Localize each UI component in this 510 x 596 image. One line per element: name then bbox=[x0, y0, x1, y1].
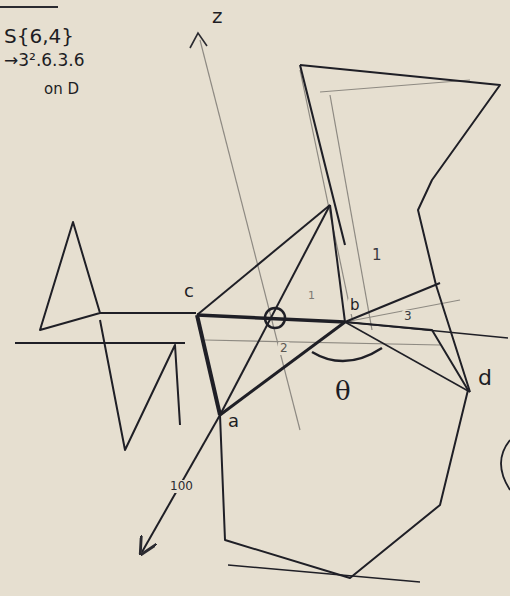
diagonal bbox=[197, 205, 330, 315]
note-text: S{6,4} bbox=[2, 26, 76, 47]
diagonal bbox=[220, 205, 330, 415]
diagonal bbox=[330, 205, 345, 322]
edge-line bbox=[228, 565, 420, 582]
note-text: on D bbox=[42, 82, 81, 98]
edge-line bbox=[300, 65, 345, 245]
zigzag-shape bbox=[300, 65, 500, 392]
z-axis-line bbox=[200, 40, 300, 430]
zigzag bbox=[100, 320, 180, 450]
axis-arrowhead bbox=[190, 33, 207, 48]
construction-lines bbox=[200, 40, 470, 430]
triangle bbox=[40, 222, 100, 330]
point-label: 1 bbox=[306, 290, 317, 302]
edge-line bbox=[345, 322, 508, 338]
point-label: 2 bbox=[278, 342, 290, 355]
edge-ca bbox=[197, 315, 220, 415]
angle-arc bbox=[312, 348, 382, 361]
point-label: b bbox=[348, 298, 362, 314]
faint-line bbox=[205, 340, 440, 345]
edge-line bbox=[345, 283, 440, 322]
partial-circle bbox=[501, 440, 510, 490]
hexagon bbox=[220, 322, 468, 578]
faint-line bbox=[300, 70, 352, 318]
circle-marker bbox=[265, 308, 285, 328]
point-label: 1 bbox=[370, 248, 384, 264]
axis-arrow bbox=[142, 415, 220, 552]
edge-ab bbox=[220, 322, 345, 415]
point-label: 3 bbox=[402, 310, 414, 323]
point-label: 100 bbox=[168, 480, 195, 493]
faint-line bbox=[320, 80, 470, 92]
point-label: a bbox=[226, 412, 241, 431]
point-label: d bbox=[476, 366, 494, 389]
note-text: →3².6.3.6 bbox=[2, 52, 87, 70]
pen-drawing bbox=[15, 65, 510, 582]
point-label: z bbox=[210, 6, 225, 27]
point-label: θ bbox=[333, 378, 353, 405]
edge-line bbox=[15, 342, 185, 344]
pen-stroke bbox=[0, 6, 58, 8]
edge-line bbox=[100, 312, 196, 314]
point-label: c bbox=[182, 282, 196, 301]
